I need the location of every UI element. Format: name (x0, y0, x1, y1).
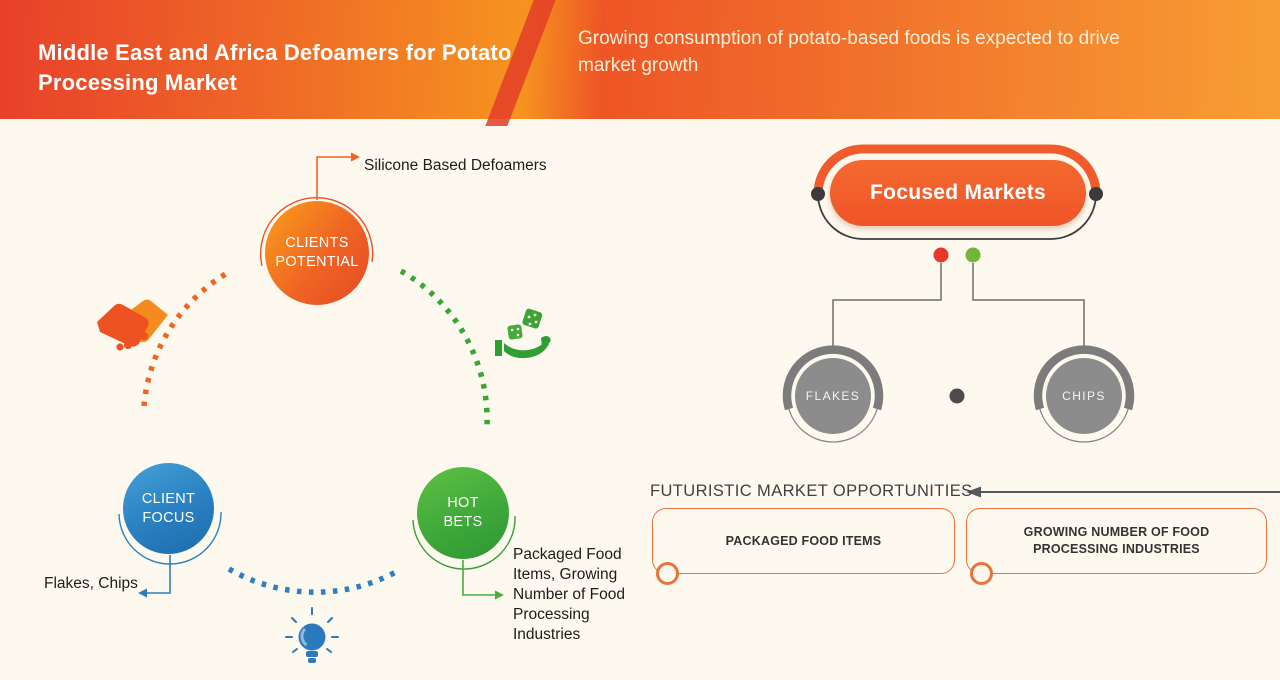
market-node-chips: CHIPS (1046, 358, 1122, 434)
annotation-silicone-defoamers: Silicone Based Defoamers (364, 157, 547, 174)
dice-hand-icon (495, 308, 551, 359)
focused-markets-title: Focused Markets (869, 181, 1047, 204)
market-node-chips-label: CHIPS (1062, 389, 1106, 403)
node-client-focus-label: CLIENT FOCUS (141, 490, 196, 526)
frame-right-dot (1089, 187, 1103, 201)
focused-markets-frame (811, 144, 1103, 240)
handshake-icon (97, 299, 168, 351)
annotation-packaged-food: Packaged Food Items, Growing Number of F… (513, 546, 625, 643)
opportunity-card-packaged-food: PACKAGED FOOD ITEMS (652, 508, 955, 585)
opportunity-card-food-processing: GROWING NUMBER OF FOOD PROCESSING INDUST… (966, 508, 1267, 585)
market-tree (782, 247, 1135, 443)
opportunity-card-food-processing-label: GROWING NUMBER OF FOOD PROCESSING INDUST… (1023, 525, 1210, 556)
annotation-connectors (138, 152, 504, 600)
annotation-flakes-chips: Flakes, Chips (44, 575, 138, 592)
node-hot-bets: HOT BETS (417, 467, 509, 559)
tree-center-dot (949, 388, 965, 404)
node-client-focus: CLIENT FOCUS (123, 463, 214, 554)
node-clients-potential: CLIENTS POTENTIAL (265, 201, 369, 305)
page-title: Middle East and Africa Defoamers for Pot… (38, 40, 512, 95)
opportunities-arrow (966, 486, 1280, 498)
market-node-flakes: FLAKES (795, 358, 871, 434)
wheel-dotted-arcs (141, 268, 490, 595)
frame-left-dot (811, 187, 825, 201)
node-swoosh-arcs (118, 196, 516, 570)
header-banner: Middle East and Africa Defoamers for Pot… (0, 0, 1280, 126)
opportunity-card-packaged-food-label: PACKAGED FOOD ITEMS (725, 533, 882, 548)
lightbulb-icon (285, 607, 339, 663)
market-node-flakes-label: FLAKES (805, 389, 861, 403)
opportunities-heading: FUTURISTIC MARKET OPPORTUNITIES (650, 482, 973, 500)
page-subtitle: Growing consumption of potato-based food… (578, 28, 1120, 76)
focused-markets-pill: Focused Markets (830, 160, 1086, 226)
red-branch-dot (933, 247, 949, 263)
node-hot-bets-label: HOT BETS (443, 495, 483, 530)
green-branch-dot (965, 247, 981, 263)
node-clients-potential-label: CLIENTS POTENTIAL (275, 235, 359, 270)
opportunity-badge-circle (656, 562, 679, 585)
opportunity-badge-circle (970, 562, 993, 585)
